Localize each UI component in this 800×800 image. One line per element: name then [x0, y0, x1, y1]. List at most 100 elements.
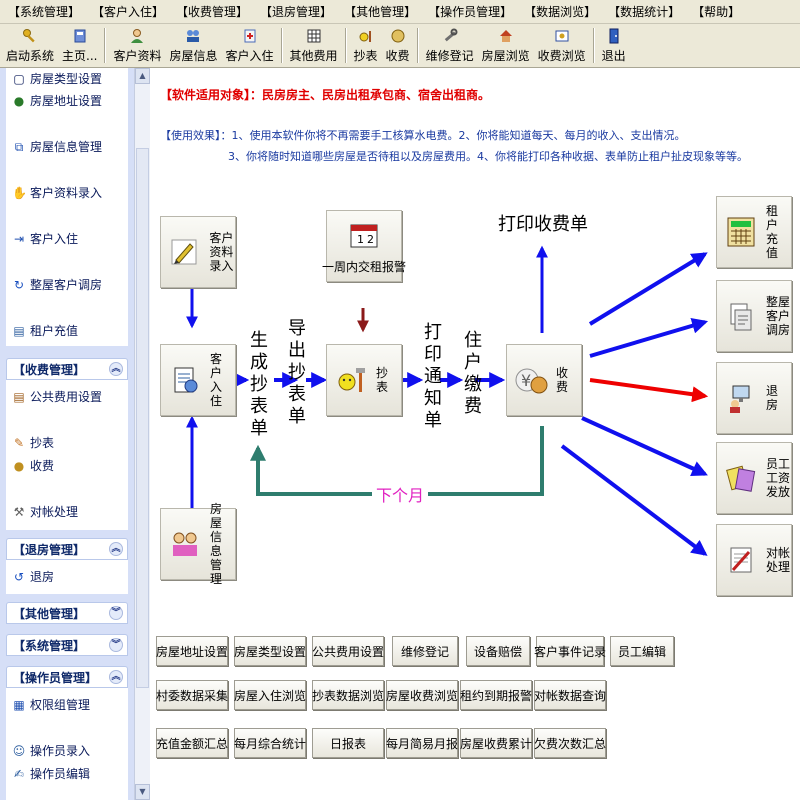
chevron-down-icon[interactable]: ︾: [109, 638, 123, 652]
house-checkin-browse-button[interactable]: 房屋入住浏览: [234, 680, 306, 710]
monthly-brief-report-button[interactable]: 每月简易月报: [386, 728, 458, 758]
sidebar-item-meter-reading[interactable]: ✎抄表: [12, 434, 54, 451]
customer-data-button[interactable]: 客户资料: [109, 24, 165, 67]
customer-entry-tile[interactable]: 客户资料录入: [160, 216, 236, 288]
system-management-title: 【系统管理】: [13, 638, 86, 653]
meter-data-browse-button[interactable]: 抄表数据浏览: [312, 680, 384, 710]
menu-other[interactable]: 【其他管理】: [344, 4, 417, 19]
sidebar-item-customer-checkin[interactable]: ⇥客户入住: [12, 230, 78, 247]
scroll-down-icon[interactable]: ▼: [135, 784, 150, 800]
grid-icon: [305, 27, 323, 45]
meter-reading-tile[interactable]: 抄表: [326, 344, 402, 416]
tenant-topup-tile[interactable]: 租户充值: [716, 196, 792, 268]
meter-reading-button[interactable]: 抄表: [350, 24, 382, 67]
meter-icon: [333, 362, 369, 398]
customer-checkin-tile[interactable]: 客户入住: [160, 344, 236, 416]
chevron-up-icon[interactable]: ︽: [109, 670, 123, 684]
checkout-management-header[interactable]: 【退房管理】︽: [6, 538, 128, 560]
meter-reading-label: 抄表: [353, 49, 378, 63]
checkout-tile[interactable]: 退房: [716, 362, 792, 434]
menu-data-browse[interactable]: 【数据浏览】: [524, 4, 597, 19]
charge-browse-label: 收费浏览: [537, 49, 586, 63]
operator-management-header[interactable]: 【操作员管理】︽: [6, 666, 128, 688]
sidebar-item-checkout[interactable]: ↺退房: [12, 568, 54, 585]
staff-payroll-label: 员工工资发放: [765, 457, 790, 499]
people-icon: [167, 526, 203, 562]
sidebar-item-public-fees[interactable]: ▤公共费用设置: [12, 388, 102, 405]
chevron-up-icon[interactable]: ︽: [109, 542, 123, 556]
chevron-down-icon[interactable]: ︾: [109, 606, 123, 620]
start-system-button[interactable]: 启动系统: [2, 24, 58, 67]
reconcile-data-query-button[interactable]: 对帐数据查询: [534, 680, 606, 710]
weekly-rent-alert-label: 一周内交租报警: [322, 259, 407, 274]
sidebar-item-reconcile[interactable]: ⚒对帐处理: [12, 503, 78, 520]
charge-button[interactable]: 收费: [382, 24, 414, 67]
public-fee-setup-button[interactable]: 公共费用设置: [312, 636, 384, 666]
house-address-setup-button[interactable]: 房屋地址设置: [156, 636, 228, 666]
sidebar-item-label: 客户入住: [30, 232, 79, 246]
sidebar-item-label: 房屋信息管理: [30, 140, 103, 154]
exit-button[interactable]: 退出: [598, 24, 630, 67]
sidebar-item-charge[interactable]: ●收费: [12, 457, 54, 474]
room-move-tile[interactable]: 整屋客户调房: [716, 280, 792, 352]
arrears-count-summary-button[interactable]: 欠费次数汇总: [534, 728, 606, 758]
system-management-header[interactable]: 【系统管理】 ︾: [6, 634, 128, 656]
main-content: 【软件适用对象】：民房房主、民房出租承包商、宿舍出租商。 【使用效果】：1、使用…: [150, 68, 800, 800]
home-button[interactable]: 主页...: [58, 24, 101, 67]
menu-checkout[interactable]: 【退房管理】: [260, 4, 333, 19]
toolbar-separator: [416, 28, 419, 63]
customer-checkin-label: 客户入住: [225, 49, 274, 63]
menu-data-stats[interactable]: 【数据统计】: [608, 4, 681, 19]
coin-icon: ¥: [513, 362, 549, 398]
menu-help[interactable]: 【帮助】: [692, 4, 741, 19]
customer-events-button[interactable]: 客户事件记录: [534, 636, 606, 666]
other-management-header[interactable]: 【其他管理】 ︾: [6, 602, 128, 624]
sidebar-item-house-info[interactable]: ⧉ 房屋信息管理: [12, 138, 102, 155]
sidebar-item-house-type[interactable]: ▢房屋类型设置: [12, 70, 102, 87]
charge-browse-button[interactable]: 收费浏览: [534, 24, 590, 67]
scrollbar-thumb[interactable]: [136, 148, 149, 688]
org-chart-icon: ⧉: [14, 139, 24, 154]
scroll-up-icon[interactable]: ▲: [135, 68, 150, 84]
customer-checkin-button[interactable]: 客户入住: [222, 24, 278, 67]
monthly-stats-button[interactable]: 每月综合统计: [234, 728, 306, 758]
equipment-compensation-button[interactable]: 设备赔偿: [466, 636, 530, 666]
menu-customer-checkin[interactable]: 【客户入住】: [92, 4, 165, 19]
menu-fee[interactable]: 【收费管理】: [176, 4, 249, 19]
daily-report-button[interactable]: 日报表: [312, 728, 384, 758]
staff-edit-button[interactable]: 员工编辑: [610, 636, 674, 666]
sidebar-scrollbar[interactable]: ▲ ▼: [134, 68, 150, 800]
house-info-tile[interactable]: 房屋信息管理: [160, 502, 236, 586]
house-type-setup-button[interactable]: 房屋类型设置: [234, 636, 306, 666]
sidebar-item-room-move[interactable]: ↻整屋客户调房: [12, 276, 102, 293]
sidebar-item-operator-edit[interactable]: ✍操作员编辑: [12, 765, 90, 782]
house-info-button[interactable]: 房屋信息: [165, 24, 221, 67]
flow-arrows: [186, 245, 709, 556]
customer-checkin-tile-label: 客户入住: [209, 352, 222, 408]
sidebar-item-customer-entry[interactable]: ✋客户资料录入: [12, 184, 102, 201]
charge-tile[interactable]: ¥ 收费: [506, 344, 582, 416]
staff-payroll-tile[interactable]: 员工工资发放: [716, 442, 792, 514]
menu-system[interactable]: 【系统管理】: [8, 4, 81, 19]
house-charge-cumulative-button[interactable]: 房屋收费累计: [460, 728, 532, 758]
chevron-up-icon[interactable]: ︽: [109, 362, 123, 376]
reconcile-tile[interactable]: 对帐处理: [716, 524, 792, 596]
lease-expiry-alert-button[interactable]: 租约到期报警: [460, 680, 532, 710]
repair-register-grid-button[interactable]: 维修登记: [392, 636, 458, 666]
repair-register-button[interactable]: 维修登记: [422, 24, 478, 67]
house-charge-browse-button[interactable]: 房屋收费浏览: [386, 680, 458, 710]
fee-management-header[interactable]: 【收费管理】︽: [6, 358, 128, 380]
sidebar-item-house-address[interactable]: ●房屋地址设置: [12, 92, 102, 109]
sidebar-item-permission-group[interactable]: ▦权限组管理: [12, 696, 90, 713]
meter-icon: [357, 27, 375, 45]
sidebar-item-tenant-topup[interactable]: ▤租户充值: [12, 322, 78, 339]
sidebar-item-operator-entry[interactable]: ☺操作员录入: [12, 742, 90, 759]
topup-summary-button[interactable]: 充值金额汇总: [156, 728, 228, 758]
other-fees-button[interactable]: 其他费用: [286, 24, 342, 67]
house-browse-button[interactable]: 房屋浏览: [478, 24, 534, 67]
other-management-title: 【其他管理】: [13, 606, 86, 621]
menu-operator[interactable]: 【操作员管理】: [428, 4, 513, 19]
village-data-collection-button[interactable]: 村委数据采集: [156, 680, 228, 710]
